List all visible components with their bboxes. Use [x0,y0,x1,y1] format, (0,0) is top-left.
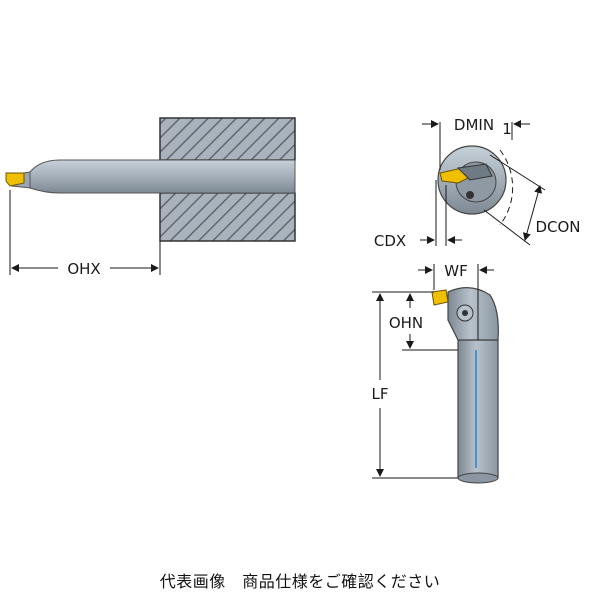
end-clamp [456,163,493,181]
clamp-screw-center [462,310,468,316]
dcon-extension-bottom [483,209,531,246]
front-insert [431,289,449,306]
workpiece-top [159,117,296,161]
dcon-label: DCON [535,218,580,236]
insert-yellow [5,172,25,187]
dcon-extension-top [489,154,546,191]
workpiece-bottom [159,192,296,242]
dcon-dimension-line [523,185,542,241]
wf-label: WF [444,262,467,280]
coolant-hole [466,191,474,199]
dmin-label: DMIN [454,116,494,134]
bore-circle-dashed [499,149,514,226]
front-shaft [457,339,499,479]
side-view: OHX [5,117,296,278]
boring-bar-shaft [29,159,296,194]
ohx-label: OHX [67,260,100,278]
end-view: DMIN 1 CDX DCON [374,116,581,250]
cdx-label: CDX [374,232,406,250]
lf-label: LF [372,385,389,403]
ohn-label: OHN [389,314,423,332]
caption: 代表画像 商品仕様をご確認ください [159,572,441,591]
dmin-subscript: 1 [502,120,512,138]
shaft-end [457,472,499,484]
front-view: WF OHN LF [372,262,499,484]
